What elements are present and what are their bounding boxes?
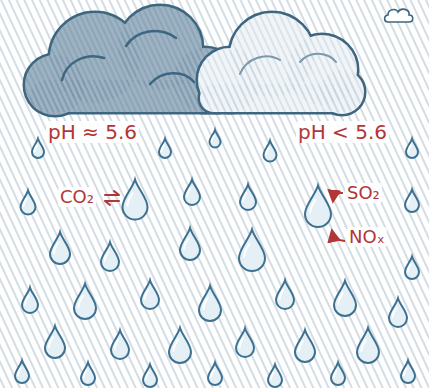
nox-arrow: [332, 231, 345, 241]
small-cloud: [385, 9, 413, 22]
raindrops: [15, 130, 419, 387]
so2-arrow: [333, 193, 343, 201]
ph-label: pH ≈ 5.6: [46, 121, 139, 143]
gas-label: SO₂: [345, 183, 382, 203]
equilibrium-arrows: [105, 191, 119, 205]
gas-label: CO₂: [58, 187, 96, 207]
ph-label: pH < 5.6: [296, 121, 389, 143]
light-cloud: [198, 13, 364, 114]
gas-label: NOₓ: [347, 227, 387, 247]
